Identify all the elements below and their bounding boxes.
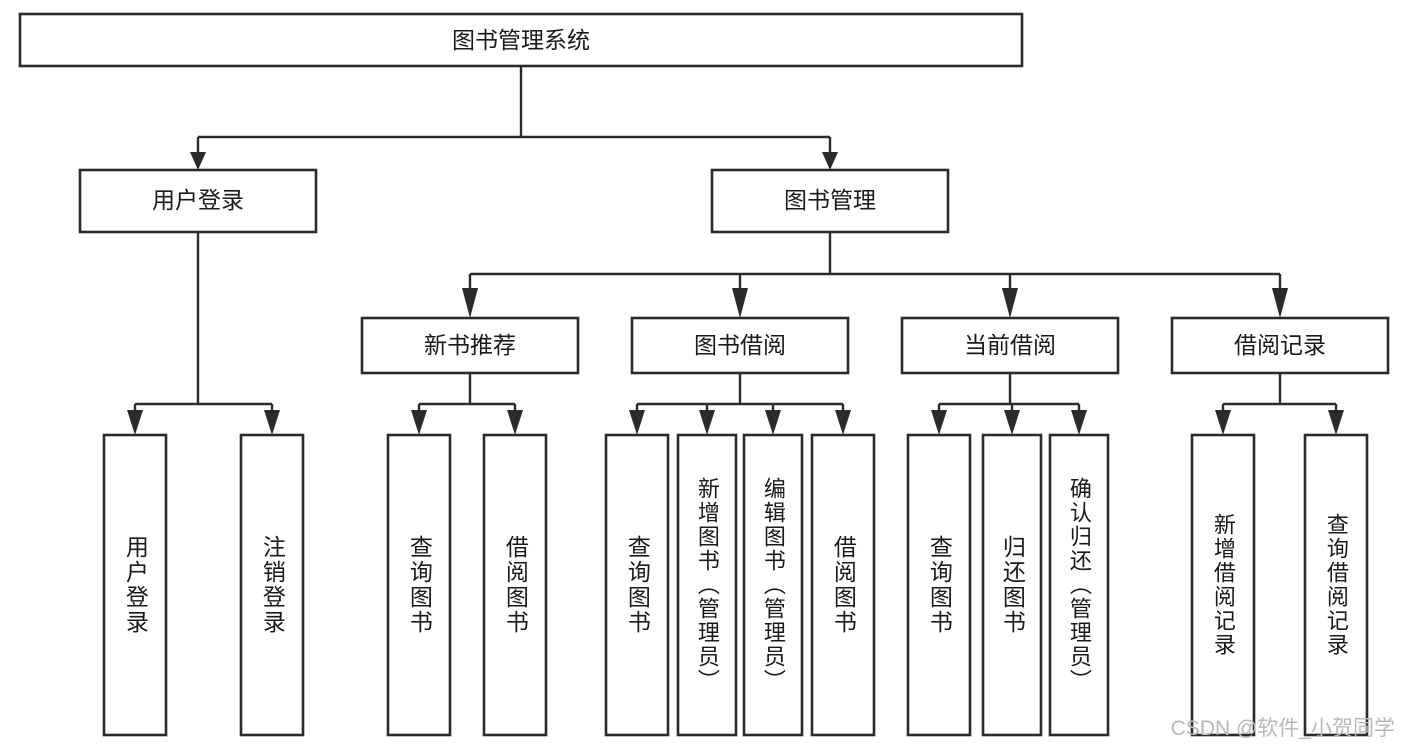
leaf-user-login-box[interactable] [102, 433, 168, 737]
leaf-add-record-box[interactable] [1190, 433, 1256, 737]
arrow-bookborrow-leaf-3 [765, 410, 781, 435]
arrow-borrowrecord-leaf-1 [1215, 410, 1231, 435]
leaf-query-book-3-box[interactable] [906, 433, 972, 737]
node-user-login-box[interactable] [78, 168, 318, 234]
leaf-query-book-1-box[interactable] [386, 433, 452, 737]
node-current-borrow-box[interactable] [900, 316, 1120, 375]
node-root[interactable]: 图书管理系统 [18, 12, 1024, 68]
edge-layer [127, 66, 1344, 435]
node-new-book-recommend-box[interactable] [360, 316, 580, 375]
leaf-logout-box[interactable] [239, 433, 305, 737]
arrow-bm-to-currentborrow [1002, 288, 1018, 318]
node-borrow-record-label: 借阅记录 [1234, 332, 1326, 358]
arrow-bm-to-newbook [462, 288, 478, 318]
csdn-watermark: CSDN @软件_小贺同学 [1171, 717, 1395, 740]
arrow-currentborrow-leaf-2 [1004, 410, 1020, 435]
leaf-edit-book-box[interactable] [742, 433, 804, 737]
node-new-book-recommend[interactable]: 新书推荐 [360, 316, 580, 375]
node-root-label: 图书管理系统 [452, 27, 590, 53]
node-book-management[interactable]: 图书管理 [710, 168, 950, 234]
leaf-confirm-return-box[interactable] [1048, 433, 1110, 737]
leaf-layer [102, 433, 1369, 737]
node-current-borrow-label: 当前借阅 [964, 332, 1056, 358]
leaf-add-book-box[interactable] [676, 433, 738, 737]
node-user-login-label: 用户登录 [152, 187, 244, 213]
arrow-bm-to-bookborrow [732, 288, 748, 318]
leaf-query-record-box[interactable] [1303, 433, 1369, 737]
arrow-bookborrow-leaf-4 [835, 410, 851, 435]
leaf-borrow-book-2-box[interactable] [810, 433, 876, 737]
arrow-newbook-leaf-1 [411, 410, 427, 435]
node-book-management-box[interactable] [710, 168, 950, 234]
arrow-bookborrow-leaf-2 [699, 410, 715, 435]
node-book-borrow-label: 图书借阅 [694, 332, 786, 358]
arrow-bookborrow-leaf-1 [629, 410, 645, 435]
arrow-userlogin-leaf-2 [264, 410, 280, 435]
arrow-root-to-book-management [822, 152, 838, 170]
node-book-borrow-box[interactable] [630, 316, 850, 375]
node-root-box[interactable] [18, 12, 1024, 68]
node-book-management-label: 图书管理 [784, 187, 876, 213]
arrow-userlogin-leaf-1 [127, 410, 143, 435]
node-new-book-recommend-label: 新书推荐 [424, 332, 516, 358]
node-borrow-record-box[interactable] [1170, 316, 1390, 375]
arrow-currentborrow-leaf-3 [1071, 410, 1087, 435]
node-borrow-record[interactable]: 借阅记录 [1170, 316, 1390, 375]
node-book-borrow[interactable]: 图书借阅 [630, 316, 850, 375]
arrow-currentborrow-leaf-1 [931, 410, 947, 435]
arrow-newbook-leaf-2 [507, 410, 523, 435]
arrow-bm-to-borrowrecord [1272, 288, 1288, 318]
leaf-return-book-box[interactable] [981, 433, 1043, 737]
arrow-root-to-user-login [190, 152, 206, 170]
arrow-borrowrecord-leaf-2 [1328, 410, 1344, 435]
node-user-login[interactable]: 用户登录 [78, 168, 318, 234]
leaf-borrow-book-1-box[interactable] [482, 433, 548, 737]
leaf-query-book-2-box[interactable] [604, 433, 670, 737]
node-current-borrow[interactable]: 当前借阅 [900, 316, 1120, 375]
